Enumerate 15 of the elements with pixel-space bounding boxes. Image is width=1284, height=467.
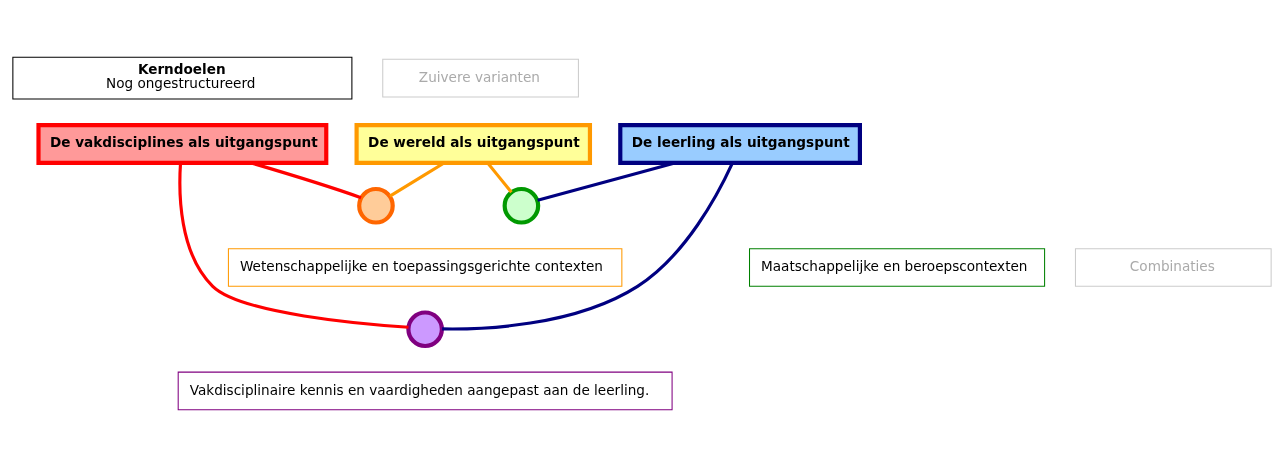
node-box: Kerndoelen Nog ongestructureerd bbox=[12, 56, 353, 100]
node-box: Zuivere varianten bbox=[382, 58, 579, 98]
node-box: Wetenschappelijke en toepassingsgerichte contexten bbox=[227, 248, 623, 287]
node-circle bbox=[406, 310, 444, 349]
node-box: De wereld als uitgangspunt bbox=[354, 123, 593, 165]
connector bbox=[486, 162, 513, 194]
node-box: Combinaties bbox=[1074, 248, 1272, 287]
connector bbox=[178, 163, 409, 329]
node-box: De leerling als uitgangspunt bbox=[618, 123, 862, 165]
node-box: De vakdisciplines als uitgangspunt bbox=[36, 123, 329, 165]
node-circle bbox=[357, 186, 395, 225]
node-circle bbox=[502, 186, 541, 225]
connector bbox=[442, 162, 734, 331]
node-box: Maatschappelijke en beroepscontexten bbox=[749, 248, 1046, 287]
node-box: Vakdisciplinaire kennis en vaardigheden aangepast aan de leerling. bbox=[177, 371, 673, 411]
